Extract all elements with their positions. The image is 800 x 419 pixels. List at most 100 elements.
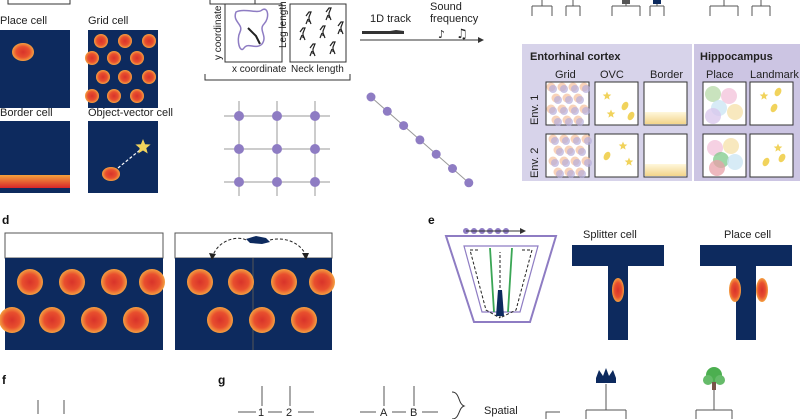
place-blob	[705, 108, 721, 124]
grid-field	[94, 34, 108, 48]
panel-d: d	[0, 213, 335, 350]
d-field-left	[101, 269, 127, 295]
grid-blob	[560, 85, 568, 93]
row-env1-label: Env. 1	[529, 95, 541, 125]
lattice-node	[234, 111, 244, 121]
panel-b-bracket-top-left	[209, 0, 256, 5]
chain-node	[431, 149, 441, 159]
grid-blob	[549, 107, 557, 115]
col-border-label: Border	[650, 69, 683, 81]
g-bracket	[545, 411, 560, 419]
grid-field	[130, 51, 144, 65]
place-cell-label: Place cell	[0, 15, 47, 27]
grid-blob	[582, 85, 590, 93]
d-field-left	[0, 307, 25, 333]
ovc-label: Object-vector cell	[88, 107, 173, 119]
grid-blob	[578, 170, 586, 178]
d-field-left	[81, 307, 107, 333]
rat-silhouette	[247, 27, 261, 45]
d-field-left	[139, 269, 165, 295]
track-rat-icon	[362, 30, 404, 34]
d-field-right	[228, 269, 254, 295]
grid-field	[142, 34, 156, 48]
grid-blob	[560, 107, 568, 115]
grid-blob	[573, 137, 581, 145]
grid-blob	[571, 107, 579, 115]
panel-e: e Splitter cell Place cell	[428, 213, 792, 340]
panel-f-label: f	[2, 373, 7, 387]
y-coordinate-label: y coordinate	[213, 5, 224, 60]
g-node-a: A	[380, 407, 388, 419]
grid-field	[118, 70, 132, 84]
crown-icon	[596, 368, 616, 383]
place-blob	[727, 154, 743, 170]
grid-field	[85, 51, 99, 65]
object-field	[621, 101, 629, 111]
chain-node	[382, 106, 392, 116]
grid-blob	[584, 159, 592, 167]
bird-icons	[299, 7, 344, 57]
grid-blob	[565, 96, 573, 104]
panel-c: Entorhinal cortex Hippocampus Grid OVC B…	[522, 0, 800, 181]
d-jump-arrow-right	[269, 238, 307, 257]
chain-node	[464, 178, 474, 188]
d-field-left	[59, 269, 85, 295]
entorhinal-cortex-label: Entorhinal cortex	[530, 51, 621, 63]
landmark-field	[774, 87, 782, 97]
d-field-right	[309, 269, 335, 295]
maze-outer	[444, 235, 558, 323]
maze-rat-icon	[496, 290, 504, 316]
border-field	[0, 175, 70, 188]
grid-blob	[571, 85, 579, 93]
grid-blob	[582, 107, 590, 115]
col-place-label: Place	[706, 69, 734, 81]
tree-root-icon	[622, 0, 630, 4]
ovc-map	[88, 121, 158, 193]
col-landmark-label: Landmark	[750, 69, 799, 81]
bird-icon	[325, 7, 332, 21]
place-blob	[727, 104, 743, 120]
music-note-icon: ♪	[438, 28, 445, 41]
panel-a: Place cell Grid cell Border cell Object-…	[0, 0, 173, 193]
maze-green-left	[489, 247, 495, 313]
grid-blob	[554, 118, 562, 126]
sound-label-2: frequency	[430, 13, 479, 25]
grid-blob	[549, 85, 557, 93]
grid-field	[142, 70, 156, 84]
remap-box	[594, 133, 639, 178]
spatial-label: Spatial	[484, 405, 518, 417]
d-field-right	[207, 307, 233, 333]
g-node-b: B	[410, 407, 417, 419]
place-field-left	[729, 278, 741, 302]
tree-icon	[703, 367, 725, 390]
sequence-arrowhead	[520, 228, 526, 234]
bird-icon	[309, 43, 316, 57]
place-blob	[723, 138, 739, 154]
grid-blob	[554, 96, 562, 104]
object-star-icon	[135, 139, 151, 154]
landmark-star	[759, 91, 769, 100]
maze-green-right	[507, 247, 513, 313]
d-arrowhead-left	[209, 253, 216, 260]
track-label: 1D track	[370, 13, 411, 25]
x-coordinate-label: x coordinate	[232, 64, 287, 75]
neck-length-label: Neck length	[291, 64, 344, 75]
d-field-right	[249, 307, 275, 333]
object-star	[602, 91, 612, 100]
d-field-right	[271, 269, 297, 295]
d-field-right	[291, 307, 317, 333]
border-band	[645, 112, 686, 124]
xy-coordinate-box	[224, 3, 283, 63]
tree-root-icon	[653, 0, 661, 4]
splitter-cell-label: Splitter cell	[583, 229, 637, 241]
splitter-field	[612, 278, 624, 302]
lattice-node	[272, 144, 282, 154]
panel-g: g 1 2 A B Spatial	[218, 367, 733, 419]
bird-icon	[305, 11, 312, 25]
bird-icon	[319, 25, 326, 39]
row-env2-label: Env. 2	[529, 148, 541, 178]
1d-chain-graph	[366, 92, 474, 188]
music-notes-icon: ♫	[456, 27, 468, 42]
maze-inner	[463, 245, 539, 313]
chain-node	[448, 164, 457, 173]
